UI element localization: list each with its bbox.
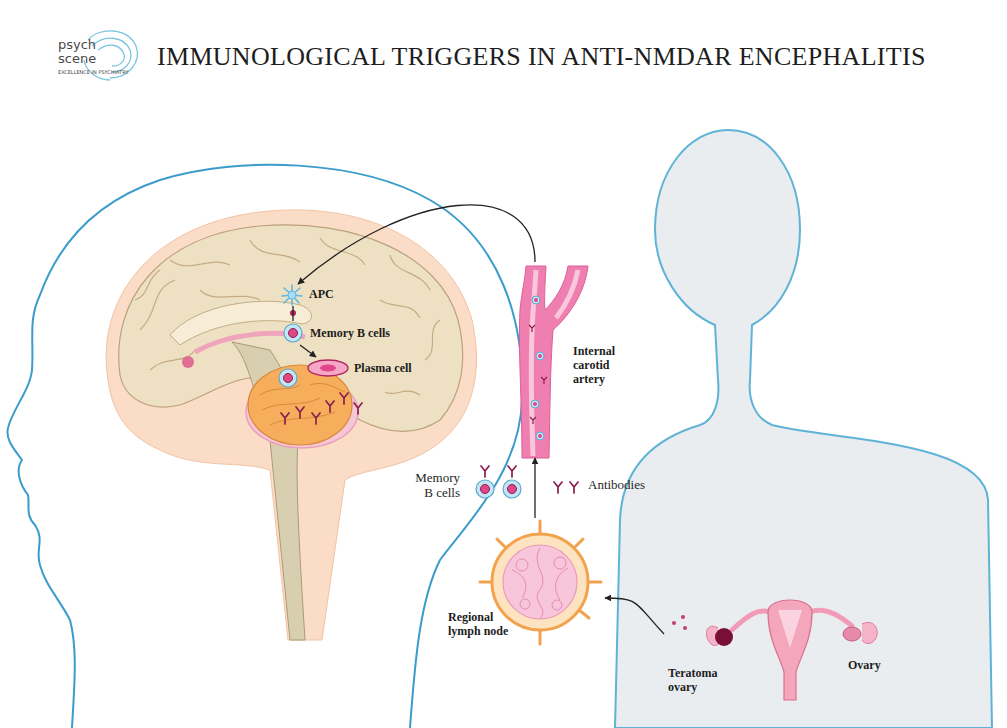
plasma-nucleus [320, 365, 336, 372]
logo-text: scene [58, 52, 96, 66]
plasma-cell-node: Plasma cell [304, 357, 422, 379]
gyri [135, 238, 440, 395]
apc-cell [282, 285, 302, 305]
node-label: Memory B cells [310, 326, 390, 340]
memory-b-cell [284, 324, 302, 342]
released-antigen [672, 615, 687, 630]
artery-cells [529, 296, 547, 440]
antibody [340, 393, 348, 404]
arrow-connector [300, 345, 316, 357]
antibody [554, 482, 562, 493]
fimbriae [862, 622, 877, 643]
title: IMMUNOLOGICAL TRIGGERS IN ANTI-NMDAR ENC… [157, 42, 926, 72]
teratoma [715, 628, 733, 646]
skull [106, 210, 476, 640]
logo-tagline: EXCELLENCE IN PSYCHIATRY [58, 69, 128, 75]
antibody [354, 403, 362, 414]
logo-text: psych [58, 38, 96, 52]
lymph-node-sinus [512, 548, 568, 618]
plasma-cell [308, 360, 348, 376]
antibody [570, 482, 578, 493]
ovary [843, 627, 861, 641]
arrow-connector [534, 458, 535, 518]
memory-b-cell [503, 480, 521, 498]
pituitary [182, 356, 194, 368]
antibody [481, 466, 489, 477]
arrow-connector [292, 306, 293, 321]
cerebellum [248, 365, 352, 445]
uterine-cavity [778, 610, 802, 648]
artery-lumen [531, 270, 578, 456]
lymph-node [492, 534, 588, 630]
node-label: APC [309, 287, 334, 301]
artery-node: Internal carotid artery [505, 262, 632, 458]
memory-b-cell-node: Memory B cells [281, 321, 393, 345]
body-silhouette [615, 130, 992, 728]
antibody [312, 413, 320, 424]
node-label: Teratoma ovary [668, 666, 732, 694]
antibody [508, 466, 516, 477]
node-label: Regional lymph node [448, 610, 514, 638]
cerebellum-folia [260, 383, 345, 425]
memory-b-cell [476, 480, 494, 498]
uterus [768, 600, 812, 700]
lymph-node-node: Regional lymph node [446, 518, 605, 644]
lymph-node-core [503, 545, 577, 619]
node-label: Internal carotid artery [573, 344, 629, 386]
arrow-connector [298, 205, 535, 284]
arrow-connector [605, 598, 664, 634]
node-label: Ovary [848, 658, 881, 672]
ovary-node: Teratoma ovary Ovary [664, 598, 904, 710]
node-label: Plasma cell [354, 361, 412, 375]
cell-label: Memory B cells [410, 470, 460, 500]
antibody [296, 407, 304, 418]
antibody-label: Antibodies [588, 477, 645, 492]
apc-node: APC [280, 284, 337, 306]
head-outline [7, 165, 522, 728]
memory-b-cell [279, 369, 297, 387]
antibody [281, 413, 289, 424]
antibody [326, 401, 334, 412]
